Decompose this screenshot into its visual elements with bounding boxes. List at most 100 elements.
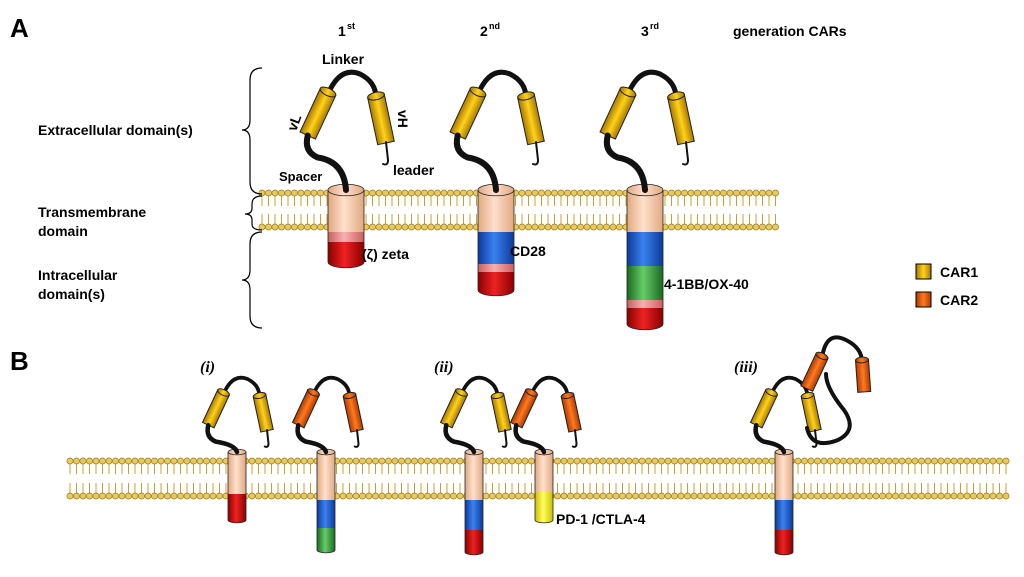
cd28-domain: [477, 232, 515, 264]
label-leader: leader: [393, 162, 435, 178]
label-linker: Linker: [322, 51, 365, 67]
zeta-domain: [227, 494, 247, 520]
vh-domain: [342, 391, 364, 433]
vh-domain: [367, 91, 395, 146]
linker: [625, 69, 679, 101]
cd28-domain: [464, 500, 484, 530]
label-vh: vH: [395, 110, 411, 128]
label-cd28: CD28: [510, 243, 546, 259]
label-roman-ii: (ii): [434, 359, 454, 376]
car-b-i-1: [201, 375, 274, 524]
leader-tail: [501, 429, 508, 448]
leader-tail: [382, 141, 390, 166]
label-transmembrane-1: Transmembrane: [38, 204, 146, 220]
leader-tail: [682, 141, 690, 166]
cylinder-bottom-cap: [327, 261, 365, 269]
spacer: [205, 422, 240, 455]
leader-tail: [571, 429, 578, 448]
legend: CAR1 CAR2: [915, 263, 978, 308]
linker: [459, 375, 500, 399]
linker: [475, 69, 529, 101]
vl-domain: [449, 86, 487, 140]
tandem-car2-scfv: [800, 335, 872, 445]
legend-swatch-car2: [915, 291, 932, 308]
vl-domain: [439, 388, 468, 429]
scfv: [449, 69, 545, 193]
label-checkpoint: PD-1 /CTLA-4: [556, 511, 646, 527]
linker: [311, 375, 352, 399]
gen-2-superscript: nd: [489, 21, 500, 31]
bracket-transmembrane: [244, 195, 263, 231]
costim-domain: [626, 266, 664, 300]
gen-3-superscript: rd: [650, 21, 659, 31]
vl-domain: [509, 388, 538, 429]
zeta-domain: [464, 530, 484, 552]
cylinder-bottom-cap: [774, 551, 794, 556]
tandem-vl-domain: [800, 351, 829, 393]
car-gen1: [299, 69, 395, 269]
domain-brackets: [241, 67, 263, 329]
vh-domain: [667, 91, 695, 146]
linker: [529, 375, 570, 399]
panel-letter-a: A: [10, 13, 29, 43]
linker: [769, 375, 810, 399]
car-b-ii-1: [439, 375, 512, 556]
spacer: [753, 422, 787, 455]
leader-tail: [353, 429, 360, 448]
generation-header: 1 st 2 nd 3 rd generation CARs: [338, 21, 847, 39]
tm-domain: [227, 448, 247, 494]
label-transmembrane-2: domain: [38, 223, 88, 239]
label-zeta: (ζ) zeta: [362, 246, 409, 262]
label-intracellular-1: Intracellular: [38, 267, 118, 283]
spacer: [513, 422, 547, 455]
zeta-domain: [477, 272, 515, 290]
tandem-vh-domain: [854, 356, 872, 393]
label-intracellular-2: domain(s): [38, 286, 105, 302]
cylinder-bottom-cap: [477, 289, 515, 297]
cd28-domain: [774, 500, 794, 530]
label-costim: 4-1BB/OX-40: [664, 276, 749, 292]
gen-1-number: 1: [338, 23, 346, 39]
panel-letter-b: B: [10, 346, 29, 376]
vh-domain: [560, 391, 582, 433]
vl-domain: [749, 388, 778, 429]
checkpoint-domain: [534, 492, 554, 520]
costim-domain: [316, 528, 336, 550]
tm-domain: [774, 448, 794, 500]
hinge-stripe: [327, 232, 365, 242]
vl-domain: [201, 388, 230, 429]
legend-label-car1: CAR1: [940, 264, 978, 280]
car-gen3: [599, 69, 695, 331]
car-b-iii: [749, 375, 822, 556]
zeta-domain: [626, 308, 664, 324]
legend-swatch-car1: [915, 263, 932, 280]
zeta-domain: [774, 530, 794, 552]
zeta-domain: [327, 242, 365, 262]
vh-domain: [800, 391, 822, 433]
cylinder-bottom-cap: [316, 549, 336, 554]
receptors: [201, 69, 872, 556]
scfv: [749, 375, 822, 455]
car-b-i-2: [291, 375, 364, 554]
spacer: [453, 132, 499, 193]
cylinder-bottom-cap: [464, 551, 484, 556]
bracket-intracellular: [241, 231, 263, 329]
leader-tail: [532, 141, 540, 166]
gen-2-number: 2: [480, 23, 488, 39]
vh-domain: [517, 91, 545, 146]
spacer: [443, 422, 477, 455]
scfv: [439, 375, 512, 455]
leader-tail: [263, 429, 270, 448]
vh-domain: [490, 391, 512, 433]
cd28-domain: [316, 500, 336, 528]
tandem-linker: [805, 372, 852, 445]
gen-3-number: 3: [641, 23, 649, 39]
stripe: [626, 300, 664, 308]
cd28-domain: [626, 232, 664, 266]
label-vl: vL: [284, 112, 305, 133]
label-extracellular: Extracellular domain(s): [38, 122, 193, 138]
vh-domain: [252, 391, 274, 433]
scfv: [599, 69, 695, 193]
vl-domain: [291, 388, 320, 429]
